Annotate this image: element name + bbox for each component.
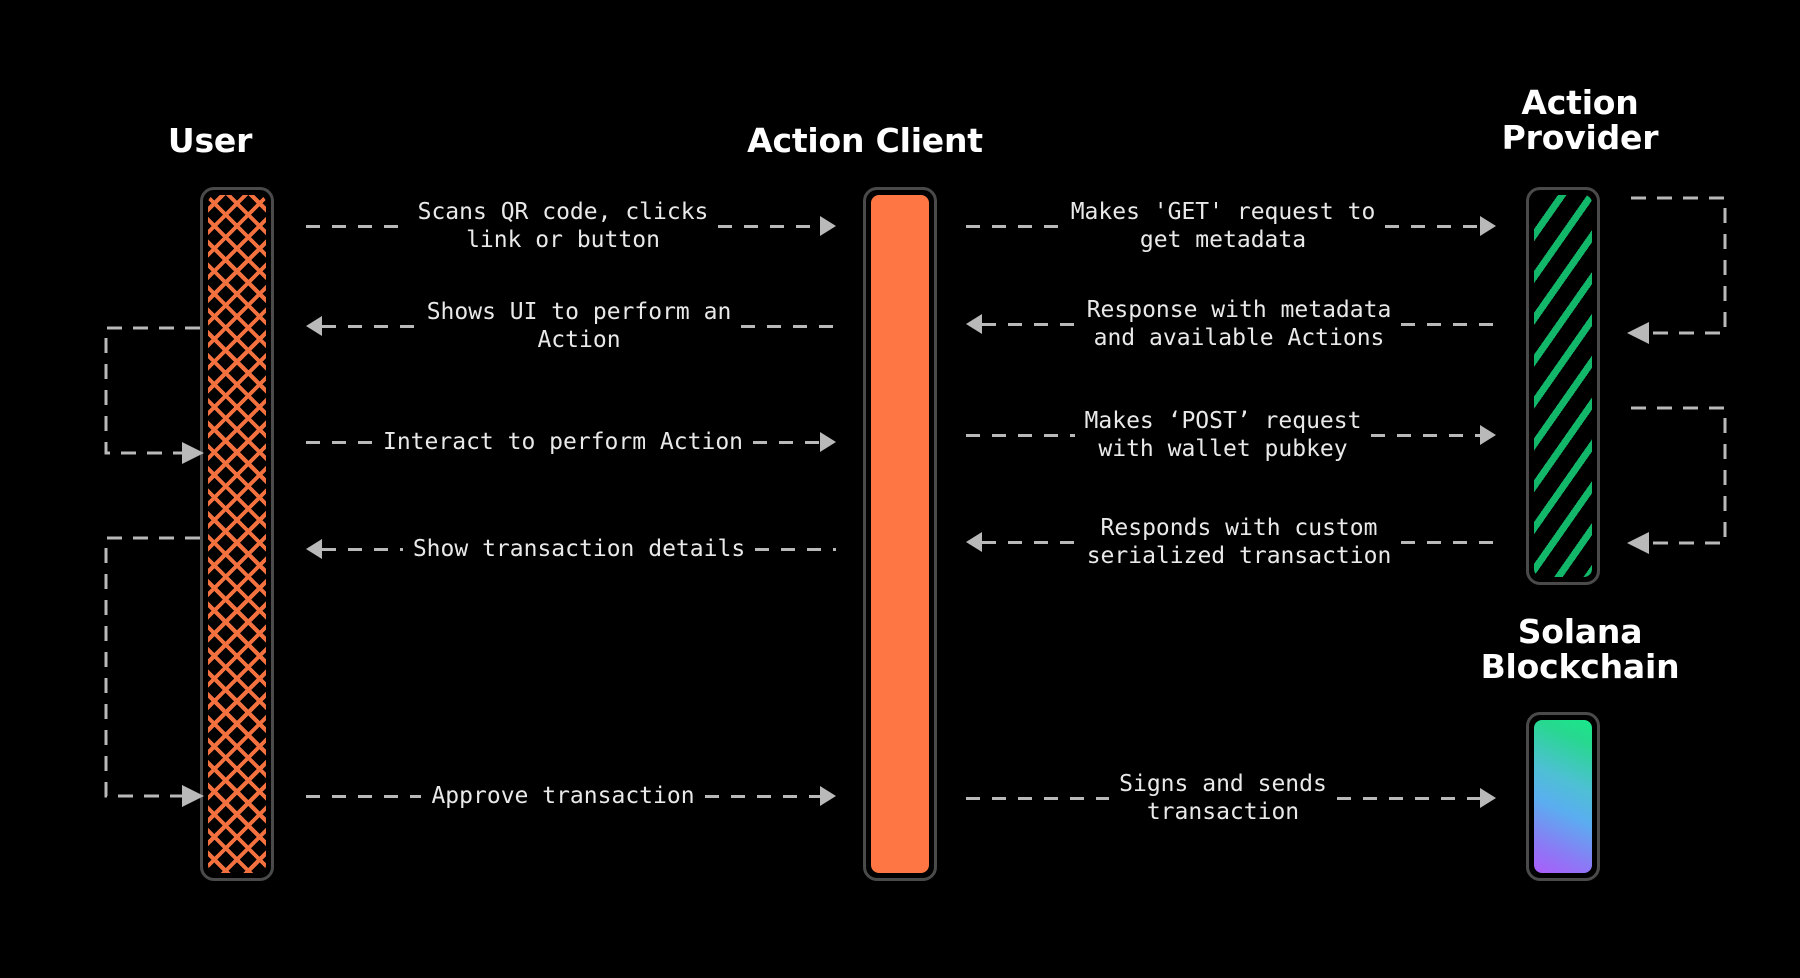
message-approve-transaction: Approve transaction [306, 782, 837, 810]
message-makes-get-request: Makes 'GET' request to get metadata [966, 198, 1497, 254]
message-interact-to-perform-action: Interact to perform Action [306, 428, 836, 456]
dashed-line [704, 794, 821, 798]
lifeline-bar-user [200, 187, 274, 881]
arrow-right-icon [820, 786, 837, 807]
lifeline-title-solana-blockchain: Solana Blockchain [1480, 612, 1680, 686]
message-label: Responds with custom serialized transact… [1086, 515, 1392, 570]
dashed-line [306, 224, 408, 228]
dashed-line [1401, 322, 1497, 326]
message-responds-with-custom-serialized-transaction: Responds with custom serialized transact… [966, 514, 1497, 570]
lifeline-bar-solana-blockchain [1526, 712, 1600, 881]
message-response-with-metadata: Response with metadata and available Act… [966, 296, 1497, 352]
arrow-left-icon [966, 532, 982, 553]
dashed-line [1371, 433, 1481, 437]
dashed-line [755, 547, 836, 551]
arrow-right-icon [1480, 216, 1497, 237]
message-label: Makes 'GET' request to get metadata [1070, 199, 1376, 254]
dashed-line [966, 224, 1061, 228]
self-loop-user-upper [96, 318, 206, 464]
dashed-line [322, 547, 403, 551]
arrow-left-icon [966, 314, 982, 335]
message-makes-post-request: Makes ‘POST’ request with wallet pubkey [966, 407, 1497, 463]
dashed-line [741, 324, 837, 328]
message-scans-qr-code: Scans QR code, clicks link or button [306, 198, 837, 254]
lifeline-bar-action-client [863, 187, 937, 881]
message-label: Signs and sends transaction [1119, 771, 1327, 826]
message-label: Makes ‘POST’ request with wallet pubkey [1084, 408, 1362, 463]
solana-gradient-fill [1534, 720, 1592, 873]
message-label: Interact to perform Action [382, 429, 744, 455]
dashed-line [753, 440, 820, 444]
message-show-transaction-details: Show transaction details [306, 535, 836, 563]
message-shows-ui-to-perform-action: Shows UI to perform an Action [306, 298, 837, 354]
lifeline-title-action-client: Action Client [747, 121, 983, 160]
dashed-line [322, 324, 417, 328]
arrow-right-icon [1480, 788, 1496, 809]
dashed-line [1336, 796, 1480, 800]
self-loop-action-provider-lower [1625, 398, 1735, 563]
dashed-line [982, 540, 1077, 544]
arrow-right-icon [820, 216, 837, 237]
message-label: Shows UI to perform an Action [426, 299, 732, 354]
message-label: Response with metadata and available Act… [1086, 297, 1392, 352]
user-hatch-fill [208, 195, 266, 873]
self-loop-action-provider-upper [1625, 188, 1735, 353]
message-label: Show transaction details [412, 536, 746, 562]
arrow-right-icon [820, 432, 836, 453]
message-label: Scans QR code, clicks link or button [417, 199, 709, 254]
dashed-line [982, 322, 1077, 326]
dashed-line [718, 224, 821, 228]
dashed-line [306, 794, 422, 798]
dashed-line [966, 796, 1110, 800]
dashed-line [306, 440, 373, 444]
arrow-left-icon [306, 316, 322, 337]
lifeline-title-user: User [167, 121, 253, 160]
self-loop-user-lower [96, 528, 206, 813]
dashed-line [1401, 540, 1497, 544]
action-provider-stripe-fill [1534, 195, 1592, 577]
lifeline-bar-action-provider [1526, 187, 1600, 585]
arrow-left-icon [306, 539, 322, 560]
arrow-right-icon [1480, 425, 1497, 446]
dashed-line [966, 433, 1075, 437]
lifeline-title-action-provider: Action Provider [1501, 83, 1659, 157]
action-client-fill [871, 195, 929, 873]
message-signs-and-sends-transaction: Signs and sends transaction [966, 770, 1496, 826]
dashed-line [1385, 224, 1481, 228]
message-label: Approve transaction [431, 783, 695, 809]
